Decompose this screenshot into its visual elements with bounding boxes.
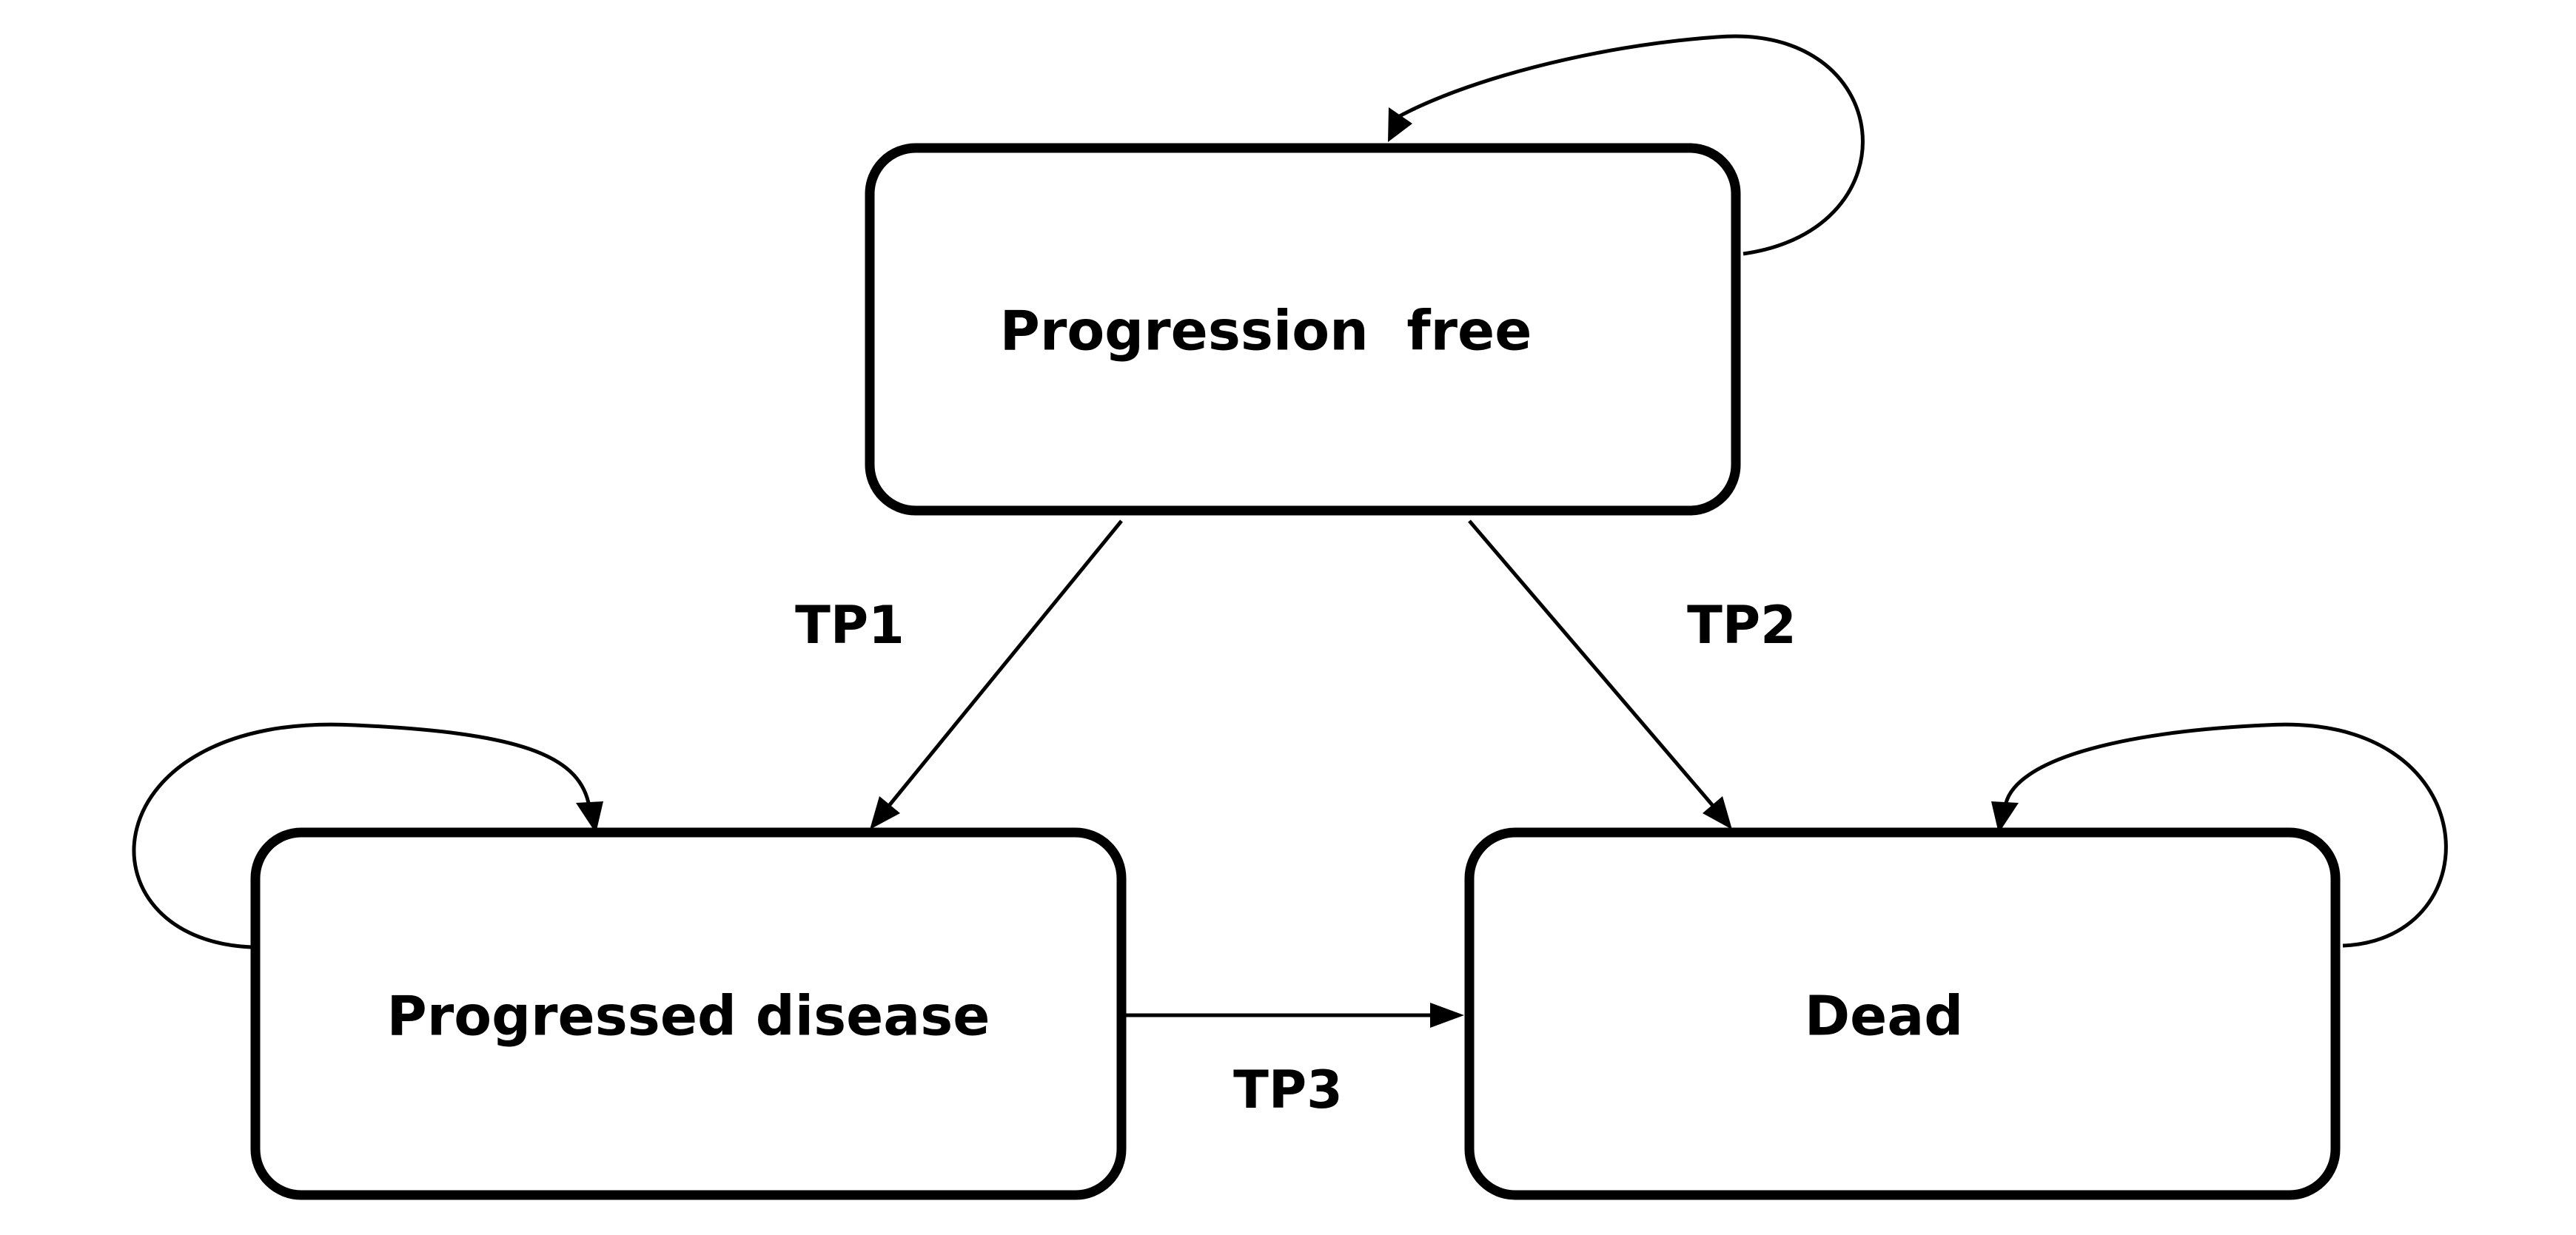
state-progression-free-box [865, 143, 1741, 516]
state-dead-box [1464, 827, 2341, 1200]
state-progressed-disease-box [250, 827, 1127, 1200]
self-loop-progression-free [1394, 34, 1865, 256]
state-progressed-disease-label: Progressed disease [387, 985, 990, 1049]
state-progression-free-label: Progression free [1000, 300, 1532, 363]
self-loop-progressed-disease [132, 722, 591, 949]
edge-tp2 [1468, 519, 1715, 808]
state-progressed-disease: Progressed disease [250, 827, 1127, 1200]
self-loop-dead [2004, 722, 2448, 948]
self-loop-progressed-disease-arrowhead [576, 801, 603, 833]
transition-label-tp1: TP1 [795, 595, 905, 656]
edge-tp1-arrowhead [870, 796, 900, 829]
edge-tp2-arrowhead [1703, 796, 1732, 829]
edge-tp3-arrowhead [1430, 1003, 1464, 1028]
self-loop-progression-free-arrowhead [1388, 107, 1412, 142]
self-loop-dead-arrowhead [1991, 801, 2019, 833]
transition-label-tp3: TP3 [1233, 1060, 1343, 1120]
state-dead-label: Dead [1805, 985, 1964, 1049]
state-dead: Dead [1464, 827, 2341, 1200]
transition-label-tp2: TP2 [1687, 595, 1797, 656]
state-progression-free: Progression free [865, 143, 1741, 516]
edge-tp1 [887, 519, 1123, 808]
